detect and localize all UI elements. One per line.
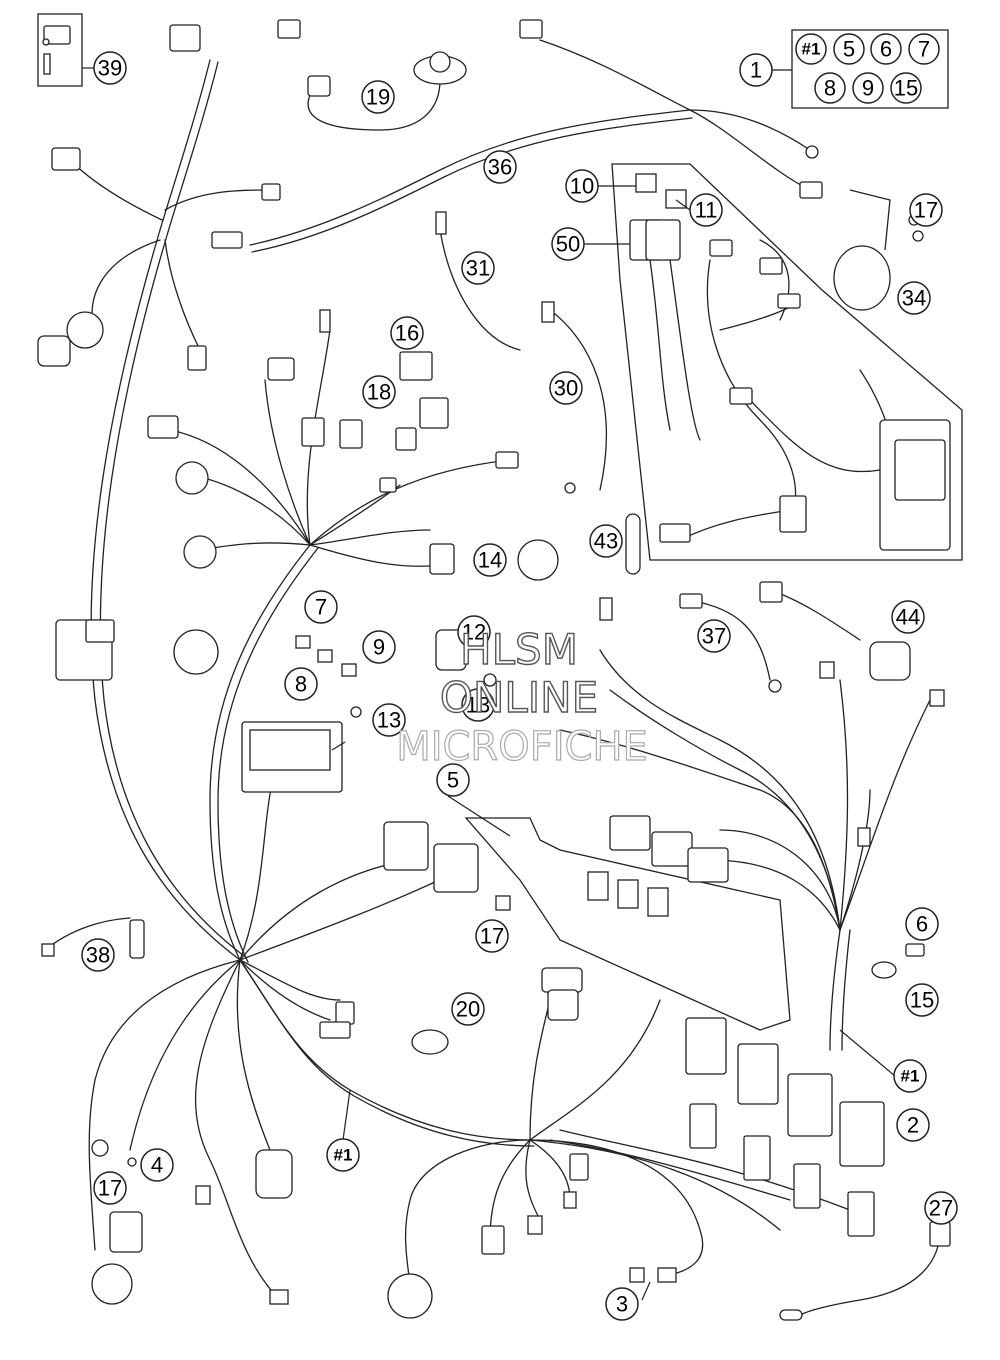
- callout-44: 44: [891, 600, 925, 634]
- callout-label: 14: [478, 548, 502, 573]
- kit-item-15: 15: [890, 72, 922, 104]
- callout-label: 34: [902, 286, 926, 311]
- kit-item-7: 7: [908, 33, 940, 65]
- callout-label: 3: [616, 1292, 628, 1317]
- kit-item-8: 8: [814, 72, 846, 104]
- callout-1-right: #1: [893, 1059, 927, 1093]
- callout-label: 18: [367, 380, 391, 405]
- callout-label: 31: [466, 256, 490, 281]
- callout-4: 4: [140, 1148, 174, 1182]
- callout-label: 20: [456, 997, 480, 1022]
- kit-item-label: 9: [862, 76, 874, 101]
- callout-1: 1: [739, 53, 773, 87]
- callout-label: 39: [98, 56, 122, 81]
- callout-31: 31: [461, 251, 495, 285]
- callout-label: 50: [556, 232, 580, 257]
- callout-14: 14: [473, 543, 507, 577]
- callout-30: 30: [549, 371, 583, 405]
- callout-label: 19: [366, 85, 390, 110]
- callout-9: 9: [362, 630, 396, 664]
- callout-label: 6: [916, 912, 928, 937]
- callout-27: 27: [924, 1191, 958, 1225]
- callout-50: 50: [551, 227, 585, 261]
- callout-5: 5: [436, 763, 470, 797]
- kit-box: #1 5 6 7 8 9 15: [770, 29, 949, 109]
- callout-label: 15: [910, 988, 934, 1013]
- callout-label: 9: [373, 635, 385, 660]
- callout-20: 20: [451, 992, 485, 1026]
- callout-label: 43: [594, 529, 618, 554]
- callout-label: 5: [447, 768, 459, 793]
- callout-label: #1: [901, 1067, 920, 1086]
- callout-label: 38: [86, 943, 110, 968]
- kit-item-6: 6: [870, 33, 902, 65]
- callout-label: 27: [929, 1196, 953, 1221]
- callout-13-upper: 13: [461, 688, 495, 722]
- callout-label: 30: [554, 376, 578, 401]
- callout-6: 6: [905, 907, 939, 941]
- callout-8: 8: [284, 667, 318, 701]
- callout-38: 38: [81, 938, 115, 972]
- watermark-line-3: MICROFICHE: [396, 724, 648, 770]
- callout-label: 10: [570, 174, 594, 199]
- kit-item-label: 6: [880, 37, 892, 62]
- callout-label: 44: [896, 605, 920, 630]
- leader-lines: [82, 67, 896, 1301]
- callout-39: 39: [93, 51, 127, 85]
- callout-label: 12: [462, 620, 486, 645]
- callout-label: 7: [315, 595, 327, 620]
- kit-item-label: 8: [824, 76, 836, 101]
- callout-label: 8: [295, 672, 307, 697]
- callout-19: 19: [361, 80, 395, 114]
- watermark: HLSM ONLINE MICROFICHE: [396, 624, 649, 770]
- kit-item-label: 15: [894, 76, 918, 101]
- kit-item-9: 9: [852, 72, 884, 104]
- callout-36: 36: [483, 150, 517, 184]
- watermark-line-2: ONLINE: [440, 673, 598, 722]
- callout-18: 18: [362, 375, 396, 409]
- callout-16: 16: [390, 316, 424, 350]
- callout-15: 15: [905, 983, 939, 1017]
- callout-37: 37: [697, 619, 731, 653]
- watermark-line-1: HLSM: [460, 625, 578, 674]
- callout-label: 17: [914, 198, 938, 223]
- callout-3: 3: [605, 1287, 639, 1321]
- callout-1-bottom: #1: [326, 1138, 360, 1172]
- kit-item-label: 5: [843, 37, 855, 62]
- callout-10: 10: [565, 169, 599, 203]
- callout-17-mid: 17: [475, 919, 509, 953]
- kit-item-label: 7: [918, 37, 930, 62]
- callout-label: 17: [98, 1176, 122, 1201]
- callout-2: 2: [896, 1108, 930, 1142]
- callout-13-lower: 13: [372, 703, 406, 737]
- callout-34: 34: [897, 281, 931, 315]
- kit-item-5: 5: [833, 33, 865, 65]
- callout-label: 2: [907, 1113, 919, 1138]
- callout-label: 37: [702, 624, 726, 649]
- callout-17-top: 17: [909, 193, 943, 227]
- callout-label: 4: [151, 1153, 163, 1178]
- callout-label: 36: [488, 155, 512, 180]
- callout-label: 16: [395, 321, 419, 346]
- kit-item-1: #1: [795, 33, 827, 65]
- callout-label: #1: [334, 1146, 353, 1165]
- callout-11: 11: [689, 193, 723, 227]
- callout-label: 11: [695, 198, 718, 223]
- callout-label: 1: [750, 58, 762, 83]
- kit-item-label: #1: [802, 40, 821, 59]
- callouts: 39 19 1 36 10 11 17 50 31 34 16 18 30 14…: [81, 51, 958, 1321]
- components: [37, 13, 963, 1321]
- callout-label: 13: [466, 693, 490, 718]
- callout-7: 7: [304, 590, 338, 624]
- callout-12: 12: [457, 615, 491, 649]
- callout-43: 43: [589, 524, 623, 558]
- callout-label: 17: [480, 924, 504, 949]
- callout-17-bottom: 17: [93, 1171, 127, 1205]
- callout-label: 13: [377, 708, 401, 733]
